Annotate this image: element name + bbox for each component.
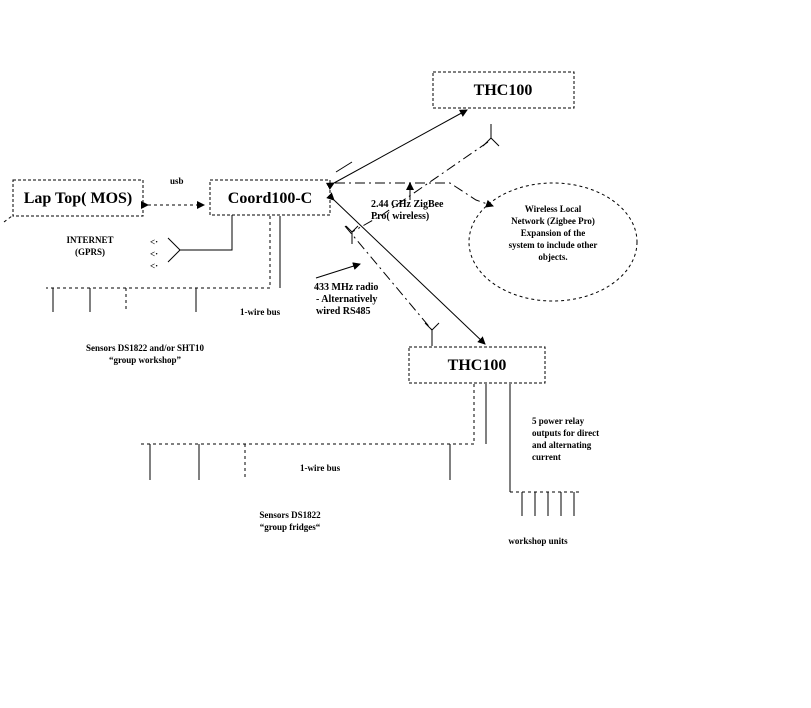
node-coordinator: Coord100-C (209, 179, 331, 216)
radio-dashdot (344, 225, 433, 331)
relay-label-4: current (532, 452, 561, 462)
radio-label-2: - Alternatively (316, 294, 377, 305)
wireless-label-2: Network (Zigbee Pro) (511, 216, 595, 226)
bus-label-1: 1-wire bus (240, 307, 281, 317)
wireless-label-1: Wireless Local (525, 204, 582, 214)
link-coord-thc-top (325, 109, 468, 190)
zigbee-label-2: Pro( wireless) (371, 211, 429, 222)
coord-label: Coord100-C (228, 190, 312, 207)
thc-top-antenna-icon (482, 124, 500, 147)
sensors-fridges-label-2: “group fridges“ (260, 522, 321, 532)
wireless-label-3: Expansion of the (521, 228, 586, 238)
relay-label-1: 5 power relay (532, 416, 585, 426)
internet-label: INTERNET (66, 235, 113, 245)
thc-bottom-antenna-icon (424, 322, 440, 346)
wireless-network-ellipse (468, 182, 638, 302)
radio-label-1: 433 MHz radio (314, 282, 378, 293)
coord-antenna-icon (345, 225, 359, 244)
relay-label-3: and alternating (532, 440, 592, 450)
radio-label-3: wired RS485 (316, 306, 371, 317)
bus-label-2: 1-wire bus (300, 463, 341, 473)
laptop-label: Lap Top( MOS) (24, 190, 132, 207)
node-thc100-bottom: THC100 (408, 346, 546, 384)
gprs-label: (GPRS) (75, 247, 105, 257)
laptop-tick (3, 215, 13, 223)
relay-outputs (509, 384, 580, 516)
relay-label-2: outputs for direct (532, 428, 599, 438)
sensors-fridges-label-1: Sensors DS1822 (259, 510, 321, 520)
node-thc100-top: THC100 (432, 71, 575, 109)
sensors-workshop-label-1: Sensors DS1822 and/or SHT10 (86, 343, 205, 353)
thc100-top-label: THC100 (474, 82, 533, 99)
coord-wireless-tick (335, 161, 353, 173)
link-coord-thc-bottom (326, 192, 486, 345)
wireless-label-5: objects. (538, 252, 567, 262)
zigbee-dashdot-top (351, 141, 489, 233)
workshop-units-label: workshop units (508, 536, 568, 546)
node-laptop: Lap Top( MOS) (12, 179, 144, 217)
zigbee-label-1: 2.44 GHz ZigBee (371, 199, 444, 210)
bus-workshop (46, 216, 281, 312)
thc100-bottom-label: THC100 (448, 357, 507, 374)
usb-label: usb (170, 176, 184, 186)
radio-pointer (315, 262, 361, 279)
svg-text:<·: <· (150, 261, 158, 271)
svg-text:<·: <· (150, 237, 158, 247)
bus-fridges (140, 384, 487, 480)
gprs-antenna-icon: <· <· <· (150, 215, 233, 271)
sensors-workshop-label-2: “group workshop” (109, 355, 182, 365)
svg-text:<·: <· (150, 249, 158, 259)
zigbee-dashdot-ellipse (335, 182, 494, 208)
wireless-label-4: system to include other (509, 240, 598, 250)
